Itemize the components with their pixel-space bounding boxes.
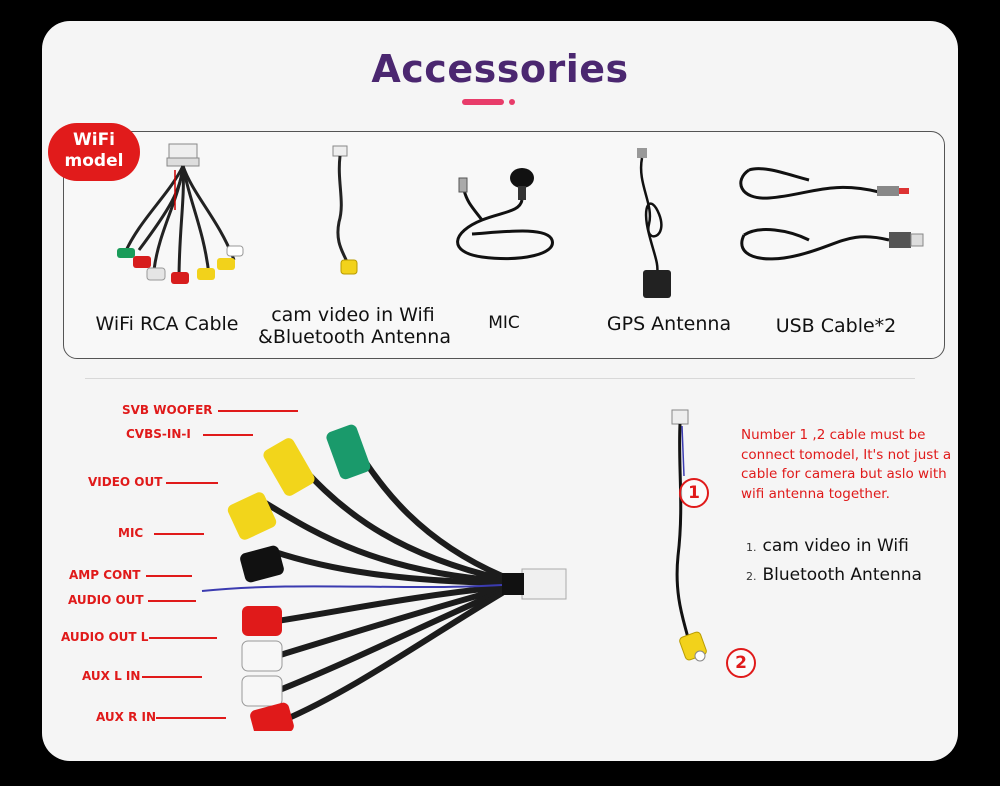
- accessories-panel: WiFi RCA Cable cam video in Wifi &Blueto…: [63, 131, 945, 359]
- usb-cable-icon: [739, 167, 924, 261]
- legend-item-2: 2. Bluetooth Antenna: [746, 565, 922, 585]
- section-divider: [85, 378, 915, 379]
- cable-note: Number 1 ,2 cable must be connect tomode…: [741, 427, 952, 502]
- page-title: Accessories: [371, 47, 629, 91]
- harness-leader-line: [146, 575, 192, 577]
- accessory-label-camera-line2: &Bluetooth Antenna: [258, 326, 451, 348]
- title-underline: [462, 99, 504, 105]
- harness-label-aux-l-in: AUX L IN: [82, 669, 141, 683]
- harness-label-cvbs-in: CVBS-IN-I: [126, 427, 191, 441]
- camera-cable-icon: [332, 145, 358, 275]
- accessory-label-camera: cam video in Wifi &Bluetooth Antenna: [258, 304, 451, 348]
- harness-leader-line: [203, 434, 253, 436]
- badge-line2: model: [64, 151, 124, 171]
- harness-label-mic: MIC: [118, 526, 144, 540]
- accessory-label-mic: MIC: [488, 313, 520, 333]
- microphone-icon: [456, 168, 554, 260]
- marker-number-1: 1: [679, 478, 709, 508]
- harness-leader-line: [149, 637, 217, 639]
- harness-label-amp-cont: AMP CONT: [69, 568, 141, 582]
- accessory-label-camera-line1: cam video in Wifi: [271, 304, 435, 326]
- harness-leader-line: [148, 600, 196, 602]
- harness-label-aux-r-in: AUX R IN: [96, 710, 157, 724]
- harness-label-audio-out-l: AUDIO OUT L: [61, 630, 149, 644]
- harness-leader-line: [154, 533, 204, 535]
- badge-line1: WiFi: [72, 130, 116, 150]
- wifi-model-badge: WiFi model: [48, 123, 140, 181]
- accessory-label-usb: USB Cable*2: [775, 315, 897, 337]
- legend-number: 2.: [746, 570, 757, 583]
- rca-harness-icon: [117, 143, 244, 284]
- accessory-label-rca: WiFi RCA Cable: [95, 313, 239, 335]
- harness-leader-line: [218, 410, 298, 412]
- legend-item-1: 1. cam video in Wifi: [746, 536, 909, 556]
- accessory-label-gps: GPS Antenna: [606, 313, 732, 335]
- harness-label-audio-out: AUDIO OUT: [68, 593, 144, 607]
- gps-antenna-icon: [637, 148, 671, 298]
- legend-text: cam video in Wifi: [762, 536, 909, 556]
- title-underline-dot: [509, 99, 515, 105]
- harness-leader-line: [156, 717, 226, 719]
- accessories-card: Accessories WiFi model: [42, 21, 958, 761]
- legend-number: 1.: [746, 541, 757, 554]
- harness-label-video-out: VIDEO OUT: [88, 475, 163, 489]
- camera-cable-detail-icon: [671, 409, 707, 662]
- harness-leader-line: [166, 482, 218, 484]
- harness-leader-line: [142, 676, 202, 678]
- harness-label-svb-woofer: SVB WOOFER: [122, 403, 213, 417]
- marker-number-2: 2: [726, 648, 756, 678]
- rca-harness-diagram-icon: [201, 424, 567, 731]
- legend-text: Bluetooth Antenna: [762, 565, 922, 585]
